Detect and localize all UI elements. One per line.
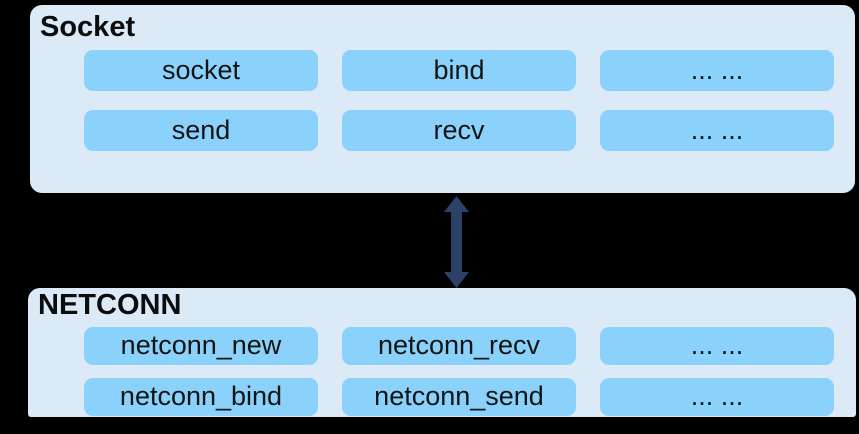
api-pill-socket: socket (84, 50, 318, 91)
api-pill-netconn-send: netconn_send (342, 378, 576, 416)
netconn-layer-box: NETCONN netconn_new netconn_recv ... ...… (28, 288, 856, 417)
api-pill-socket-more-1: ... ... (600, 50, 834, 91)
netconn-api-grid: netconn_new netconn_recv ... ... netconn… (84, 327, 834, 416)
api-pill-bind: bind (342, 50, 576, 91)
api-pill-netconn-bind: netconn_bind (84, 378, 318, 416)
bidirectional-arrow-icon (444, 196, 469, 288)
netconn-box-title: NETCONN (38, 289, 182, 321)
api-pill-send: send (84, 110, 318, 151)
socket-box-title: Socket (40, 11, 136, 43)
api-pill-recv: recv (342, 110, 576, 151)
socket-api-grid: socket bind ... ... send recv ... ... (84, 50, 834, 151)
api-pill-netconn-recv: netconn_recv (342, 327, 576, 365)
api-pill-netconn-more-2: ... ... (600, 378, 834, 416)
api-pill-netconn-new: netconn_new (84, 327, 318, 365)
bidirectional-arrow-shape (444, 196, 469, 288)
api-pill-socket-more-2: ... ... (600, 110, 834, 151)
socket-layer-box: Socket socket bind ... ... send recv ...… (30, 5, 855, 193)
api-pill-netconn-more-1: ... ... (600, 327, 834, 365)
